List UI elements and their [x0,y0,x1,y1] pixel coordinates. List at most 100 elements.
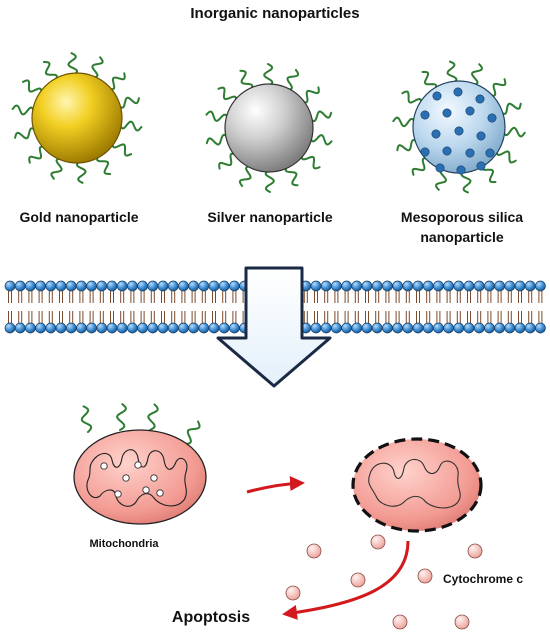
lipid-head [351,322,363,334]
lipid-head [392,322,403,334]
ligand-chain [218,152,238,170]
lipid-head [422,322,434,334]
lipid-head [524,280,536,292]
pore [453,87,463,97]
pore [475,94,485,104]
lipid-head [76,280,87,292]
pore [420,147,430,157]
ligand-group [205,63,333,193]
lipid-head [137,280,148,292]
lipid-head [484,280,495,292]
lipid-head [402,322,414,334]
ligand-chain [116,403,127,431]
lipid-head [35,322,46,334]
cytochrome-c [285,585,301,601]
lipid-head [473,322,485,334]
pore [476,161,486,171]
lipid-head [229,322,240,334]
ligand-chain [205,133,230,146]
cytochrome-c [417,568,433,584]
lipid-head [473,280,485,292]
lipid-head [524,322,536,334]
pore [465,148,475,158]
lipid-head [494,280,505,292]
pore [454,126,464,136]
lipid-head [55,280,67,292]
ligand-chain [107,72,126,91]
internalized-nanoparticles [100,461,164,498]
ligand-chain [495,148,517,164]
ligand-chain [499,102,522,115]
lipid-head [4,322,16,334]
ligand-chain [460,169,472,194]
cytochrome-label: Cytochrome c [443,572,523,586]
cytochrome-c [350,572,366,588]
nanoparticle-dot [134,461,142,469]
ligand-chain [309,134,333,146]
ligand-chain [80,405,93,433]
lipid-head [25,280,36,292]
mitochondria-label: Mitochondria [89,538,159,550]
lipid-head [453,280,465,292]
ligand-chain [184,420,201,445]
lipid-head [433,322,444,334]
lipid-head [188,280,199,292]
lipid-head [157,280,169,292]
lipid-head [96,322,108,334]
lipid-head [65,280,77,292]
ligand-chain [446,60,458,85]
pore [435,163,445,173]
ligand-chain [21,79,43,96]
ligand-chain [263,63,274,87]
lipid-head [361,322,373,334]
ligand-chain [401,90,423,106]
down-arrow [216,266,332,388]
ligand-chain [91,56,104,79]
lipid-head [116,322,128,334]
ligand-chain [42,61,58,82]
pore [456,165,466,175]
lipid-head [55,322,67,334]
ligand-chain [205,110,229,122]
ligand-chain [284,164,299,187]
lipid-head [361,280,373,292]
lipid-head [484,322,495,334]
ligand-chain [471,63,483,87]
silica-label-line2: nanoparticle [420,229,503,245]
ligand-chain [264,169,275,193]
ligand-chain [421,70,438,92]
pore [431,129,441,139]
lipid-head [382,322,393,334]
lipid-head [341,322,352,334]
lipid-head [45,280,57,292]
lipid-head [65,322,77,334]
lipid-bilayer [4,280,546,334]
lipid-head [535,280,546,292]
lipid-head [320,322,332,334]
nanoparticle-dot [100,462,108,470]
lipid-head [412,280,424,292]
lipid-head [86,280,97,292]
ligand-chain [217,86,238,104]
ligand-chain [396,139,419,152]
pore [485,148,495,158]
lipid-head [433,280,444,292]
lipid-head [147,322,159,334]
lipid-head [443,280,454,292]
ligand-chain [488,78,507,97]
lipid-head [167,280,179,292]
ligand-chain [501,126,526,138]
cytochrome-c-molecules [285,534,483,630]
ligand-chain [238,165,253,188]
lipid-head [14,322,26,334]
lipid-head [45,322,57,334]
cytochrome-c [370,534,386,550]
lipid-head [14,280,26,292]
lipid-head [157,322,169,334]
lipid-head [137,322,148,334]
pore [442,146,452,156]
lipid-head [443,322,454,334]
ligand-group [80,403,201,445]
gold-label: Gold nanoparticle [19,209,138,225]
ligand-chain [14,127,37,140]
